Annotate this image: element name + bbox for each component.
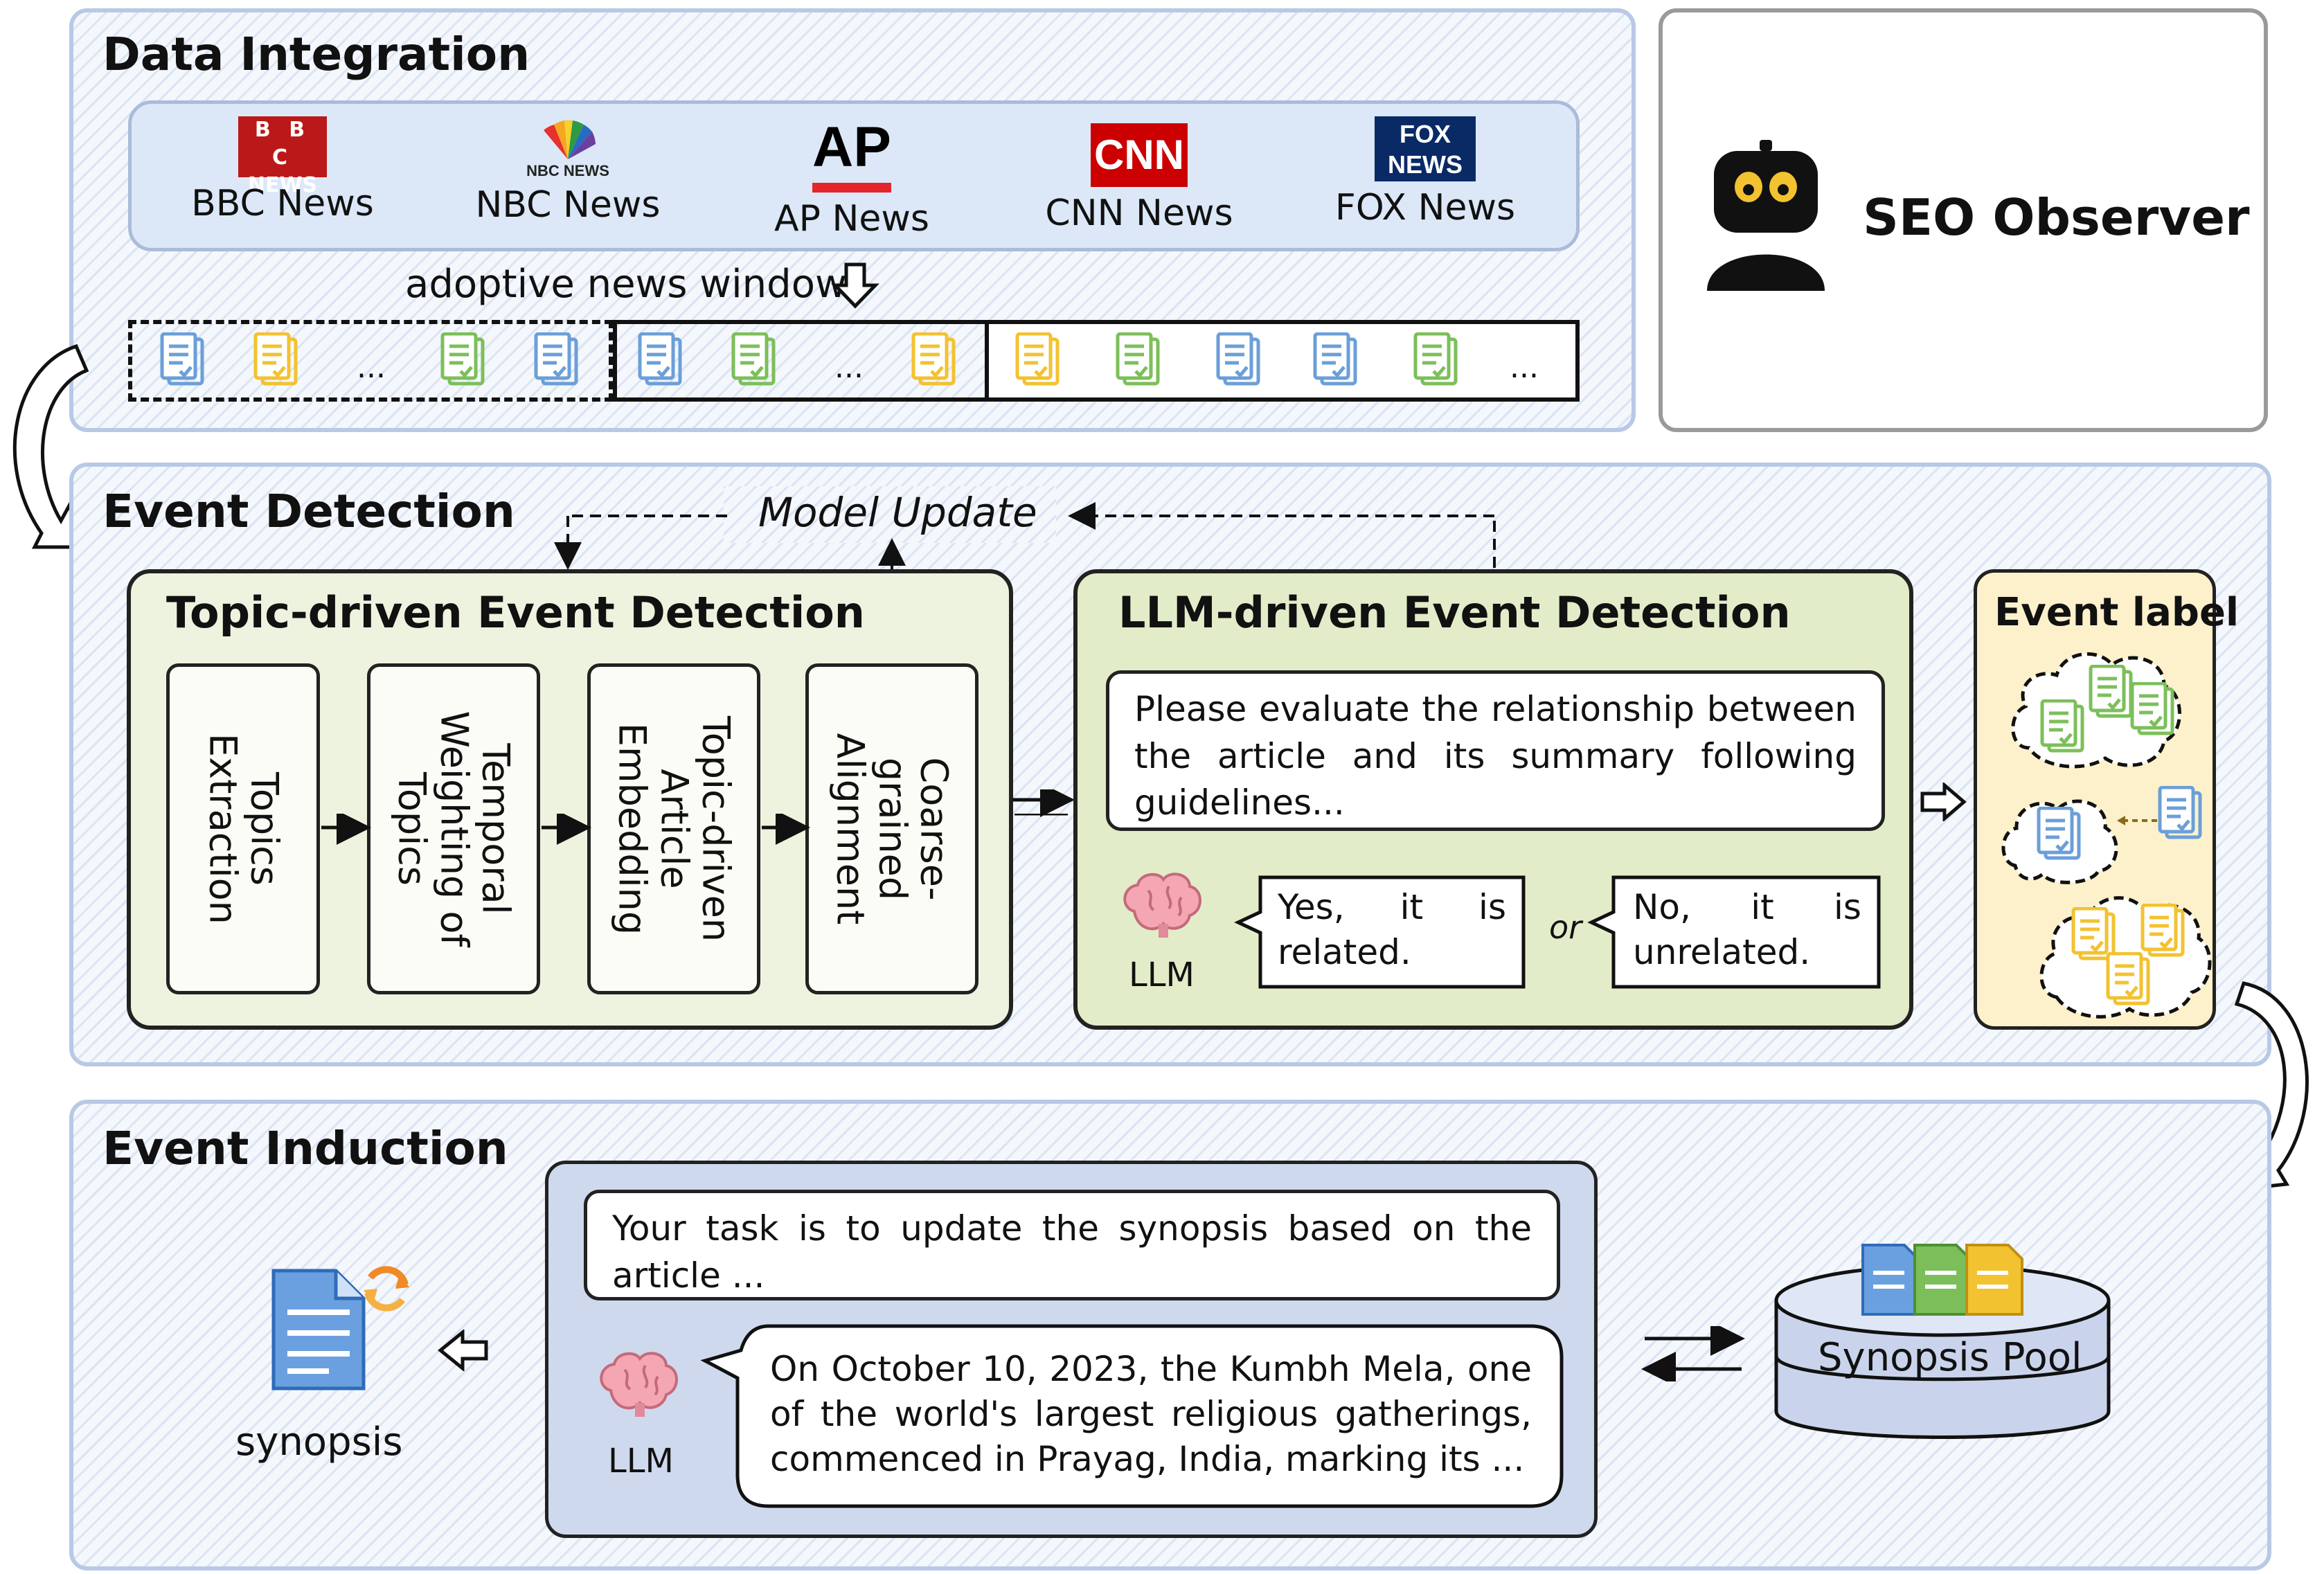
seo-observer-title: SEO Observer <box>1863 188 2250 247</box>
left-arrow-icon <box>438 1330 488 1371</box>
outlet-label: AP News <box>774 198 929 240</box>
document-icon <box>1215 332 1264 392</box>
model-update-label: Model Update <box>758 489 1037 536</box>
llm-label: LLM <box>608 1442 674 1481</box>
topic-driven-title: Topic-driven Event Detection <box>166 587 865 638</box>
step-temporal-weighting: Temporal Weighting of Topics <box>367 663 540 994</box>
ellipsis: ... <box>357 350 386 385</box>
data-integration-title: Data Integration <box>102 28 530 81</box>
exchange-arrows-icon <box>1641 1326 1745 1381</box>
step-label: Topics Extraction <box>201 733 287 924</box>
outlet-ap: AP AP News <box>748 116 956 240</box>
induction-response: On October 10, 2023, the Kumbh Mela, one… <box>770 1349 1532 1479</box>
outlet-nbc: NBC NEWS NBC News <box>464 116 672 226</box>
outlet-cnn: CNN CNN News <box>1035 123 1243 234</box>
document-icon <box>731 332 779 392</box>
llm-label: LLM <box>1129 956 1195 994</box>
news-window-label: adoptive news window <box>405 262 847 307</box>
document-icon <box>159 332 208 392</box>
outlet-label: NBC News <box>475 184 661 226</box>
response-bubble <box>700 1324 1564 1508</box>
event-detection-title: Event Detection <box>102 485 515 538</box>
nbc-logo: NBC NEWS <box>523 116 613 179</box>
model-update-bg <box>724 486 1056 543</box>
outlet-label: BBC News <box>191 183 374 224</box>
event-induction-title: Event Induction <box>102 1122 508 1175</box>
document-icon <box>911 332 959 392</box>
outlet-label: CNN News <box>1045 193 1233 234</box>
link-arrow-icon <box>2117 816 2170 825</box>
answer-yes: Yes, it is related. <box>1278 887 1506 972</box>
flow-arrow-icon <box>12 343 89 549</box>
document-icon <box>2129 682 2178 742</box>
step-article-embedding: Topic-driven Article Embedding <box>587 663 760 994</box>
answer-no: No, it is unrelated. <box>1633 887 1861 972</box>
window-past <box>128 320 613 402</box>
document-icon <box>1312 332 1361 392</box>
document-icon <box>533 332 582 392</box>
document-icon <box>1413 332 1461 392</box>
document-icon <box>2039 699 2088 759</box>
llm-prompt-box: Please evaluate the relationship between… <box>1106 670 1885 831</box>
detection-flow-arrow <box>1012 789 1075 817</box>
document-icon <box>2036 807 2084 866</box>
or-label: or <box>1549 909 1582 946</box>
synopsis-document-icon <box>271 1266 409 1390</box>
cnn-logo: CNN <box>1091 123 1188 187</box>
step-topics-extraction: Topics Extraction <box>166 663 320 994</box>
brain-icon <box>1123 873 1201 938</box>
ellipsis: ... <box>1510 350 1539 385</box>
document-icon <box>1014 332 1063 392</box>
synopsis-label: synopsis <box>235 1420 403 1465</box>
document-icon <box>2157 786 2206 846</box>
synopsis-pool-label: Synopsis Pool <box>1818 1335 2082 1380</box>
right-arrow-icon <box>1920 782 1967 821</box>
speech-bubble-no <box>1587 875 1881 989</box>
induction-prompt-box: Your task is to update the synopsis base… <box>584 1190 1560 1300</box>
ap-logo: AP <box>810 116 894 193</box>
synopsis-pool-icon <box>1774 1244 2111 1439</box>
document-icon <box>440 332 488 392</box>
brain-icon <box>600 1352 678 1417</box>
speech-bubble-yes <box>1234 875 1526 989</box>
document-icon <box>637 332 686 392</box>
news-sources-bar <box>128 100 1580 251</box>
svg-text:NBC NEWS: NBC NEWS <box>526 162 609 179</box>
step-coarse-alignment: Coarse- grained Alignment <box>805 663 978 994</box>
ellipsis: ... <box>834 350 864 385</box>
llm-driven-title: LLM-driven Event Detection <box>1118 587 1791 638</box>
document-icon <box>2105 952 2154 1012</box>
step-arrows <box>321 814 1068 845</box>
document-icon <box>1115 332 1163 392</box>
document-icon <box>253 332 301 392</box>
outlet-label: FOX News <box>1334 187 1516 229</box>
robot-icon <box>1707 140 1825 291</box>
event-label-title: Event label <box>1994 590 2240 635</box>
down-arrow-icon <box>831 262 879 309</box>
